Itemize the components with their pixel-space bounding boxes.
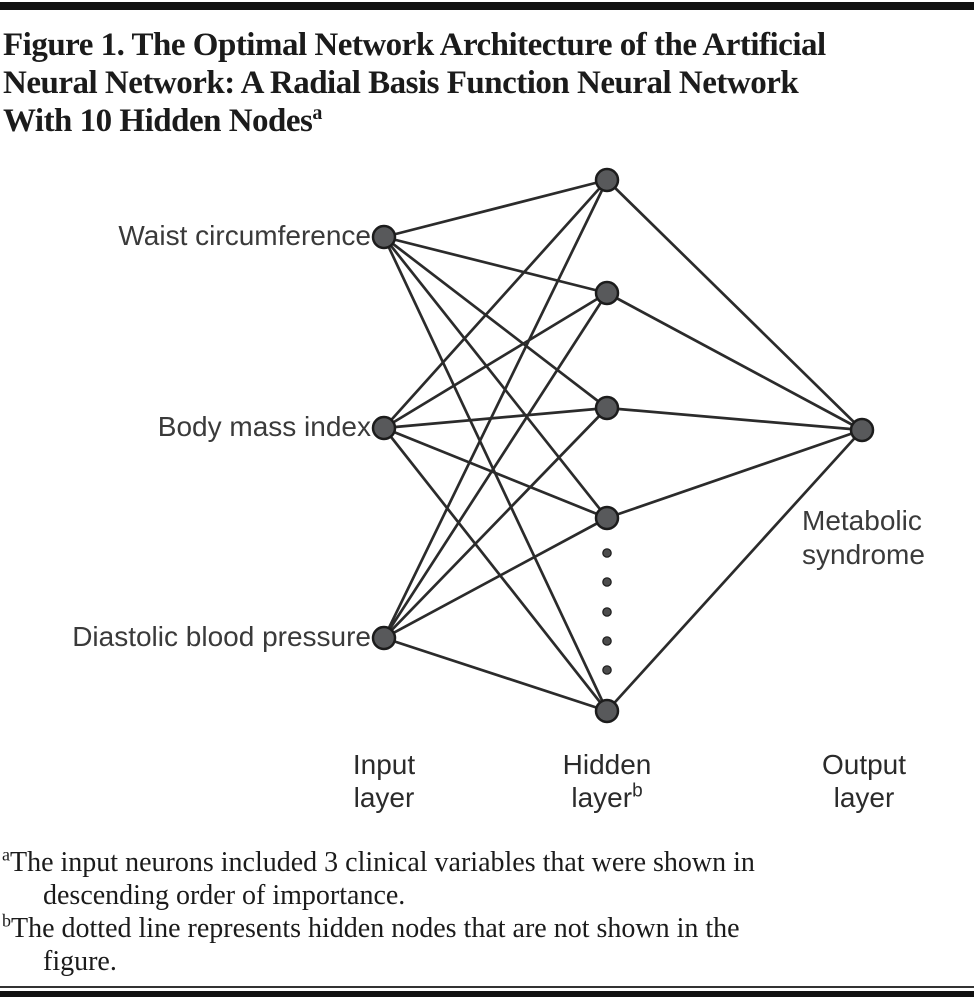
- input-node: [371, 415, 397, 441]
- edge-line: [606, 291, 863, 432]
- top-rule: [0, 2, 974, 10]
- edge-line: [383, 235, 608, 295]
- hidden-node: [594, 505, 620, 531]
- layer-label-output: Output layer: [754, 748, 974, 814]
- edge-line: [383, 426, 608, 520]
- output-node: [849, 417, 875, 443]
- edge-line: [383, 235, 608, 410]
- hidden-node: [594, 698, 620, 724]
- footnote-b-text1: The dotted line represents hidden nodes …: [11, 913, 740, 944]
- input-node: [371, 224, 397, 250]
- figure-title: Figure 1. The Optimal Network Architectu…: [3, 26, 971, 140]
- edge-line: [383, 291, 608, 430]
- input-label-body-mass-index: Body mass index: [157, 411, 371, 442]
- layer-label-input: Input layer: [274, 748, 494, 814]
- layer-input-line1: Input: [352, 749, 416, 780]
- edge-line: [606, 179, 863, 431]
- edge-line: [606, 428, 863, 520]
- layer-output-line2: layer: [833, 782, 895, 813]
- input-node: [371, 625, 397, 651]
- output-label-metabolic-syndrome: Metabolic syndrome: [802, 504, 925, 572]
- layer-hidden-line2-text: layer: [571, 782, 633, 813]
- edge-line: [383, 178, 608, 239]
- edge-line: [382, 236, 609, 519]
- bottom-rule-thick: [0, 991, 974, 997]
- figure-title-line3: With 10 Hidden Nodesa: [3, 102, 971, 140]
- layer-hidden-line2: layerb: [497, 781, 717, 814]
- figure-title-line1: Figure 1. The Optimal Network Architectu…: [3, 27, 826, 63]
- input-label-waist-circumference: Waist circumference: [118, 220, 371, 251]
- edge-line: [383, 636, 608, 713]
- bottom-rule-thin: [0, 986, 974, 988]
- edge-line: [383, 407, 608, 639]
- edge-line: [383, 406, 608, 430]
- ellipsis-dot: [602, 548, 612, 558]
- input-label-diastolic-blood-pressure: Diastolic blood pressure: [72, 621, 371, 652]
- hidden-node: [594, 280, 620, 306]
- ellipsis-dot: [602, 577, 612, 587]
- footnote-b-marker: b: [2, 910, 11, 931]
- layer-input-line2: layer: [353, 782, 415, 813]
- ellipsis-dot: [602, 607, 612, 617]
- layer-output-line1: Output: [821, 749, 907, 780]
- footnote-a-marker: a: [2, 844, 10, 865]
- edge-line: [382, 179, 609, 429]
- edge-line: [606, 429, 863, 712]
- hidden-node: [594, 395, 620, 421]
- ellipsis-dot: [602, 665, 612, 675]
- footnote-b-line1: bThe dotted line represents hidden nodes…: [2, 912, 962, 945]
- output-label-line1: Metabolic: [802, 505, 922, 536]
- footnote-a-text1: The input neurons included 3 clinical va…: [10, 847, 755, 878]
- edge-line: [383, 516, 608, 640]
- edge-line: [382, 179, 609, 639]
- title-superscript: a: [312, 102, 322, 124]
- output-label-line2: syndrome: [802, 539, 925, 570]
- edge-line: [606, 406, 863, 432]
- layer-hidden-superscript: b: [632, 780, 643, 802]
- layer-hidden-line1: Hidden: [562, 749, 652, 780]
- figure-title-line3-text: With 10 Hidden Nodes: [3, 103, 313, 139]
- hidden-node: [594, 167, 620, 193]
- footnote-b-line2: figure.: [43, 946, 117, 977]
- layer-label-hidden: Hidden layerb: [497, 748, 717, 814]
- edge-line: [382, 427, 609, 712]
- edge-line: [382, 292, 609, 639]
- figure-title-line2: Neural Network: A Radial Basis Function …: [3, 65, 799, 101]
- footnote-a-line2: descending order of importance.: [43, 880, 406, 911]
- footnote-a-line1: aThe input neurons included 3 clinical v…: [2, 846, 962, 879]
- ellipsis-dot: [602, 636, 612, 646]
